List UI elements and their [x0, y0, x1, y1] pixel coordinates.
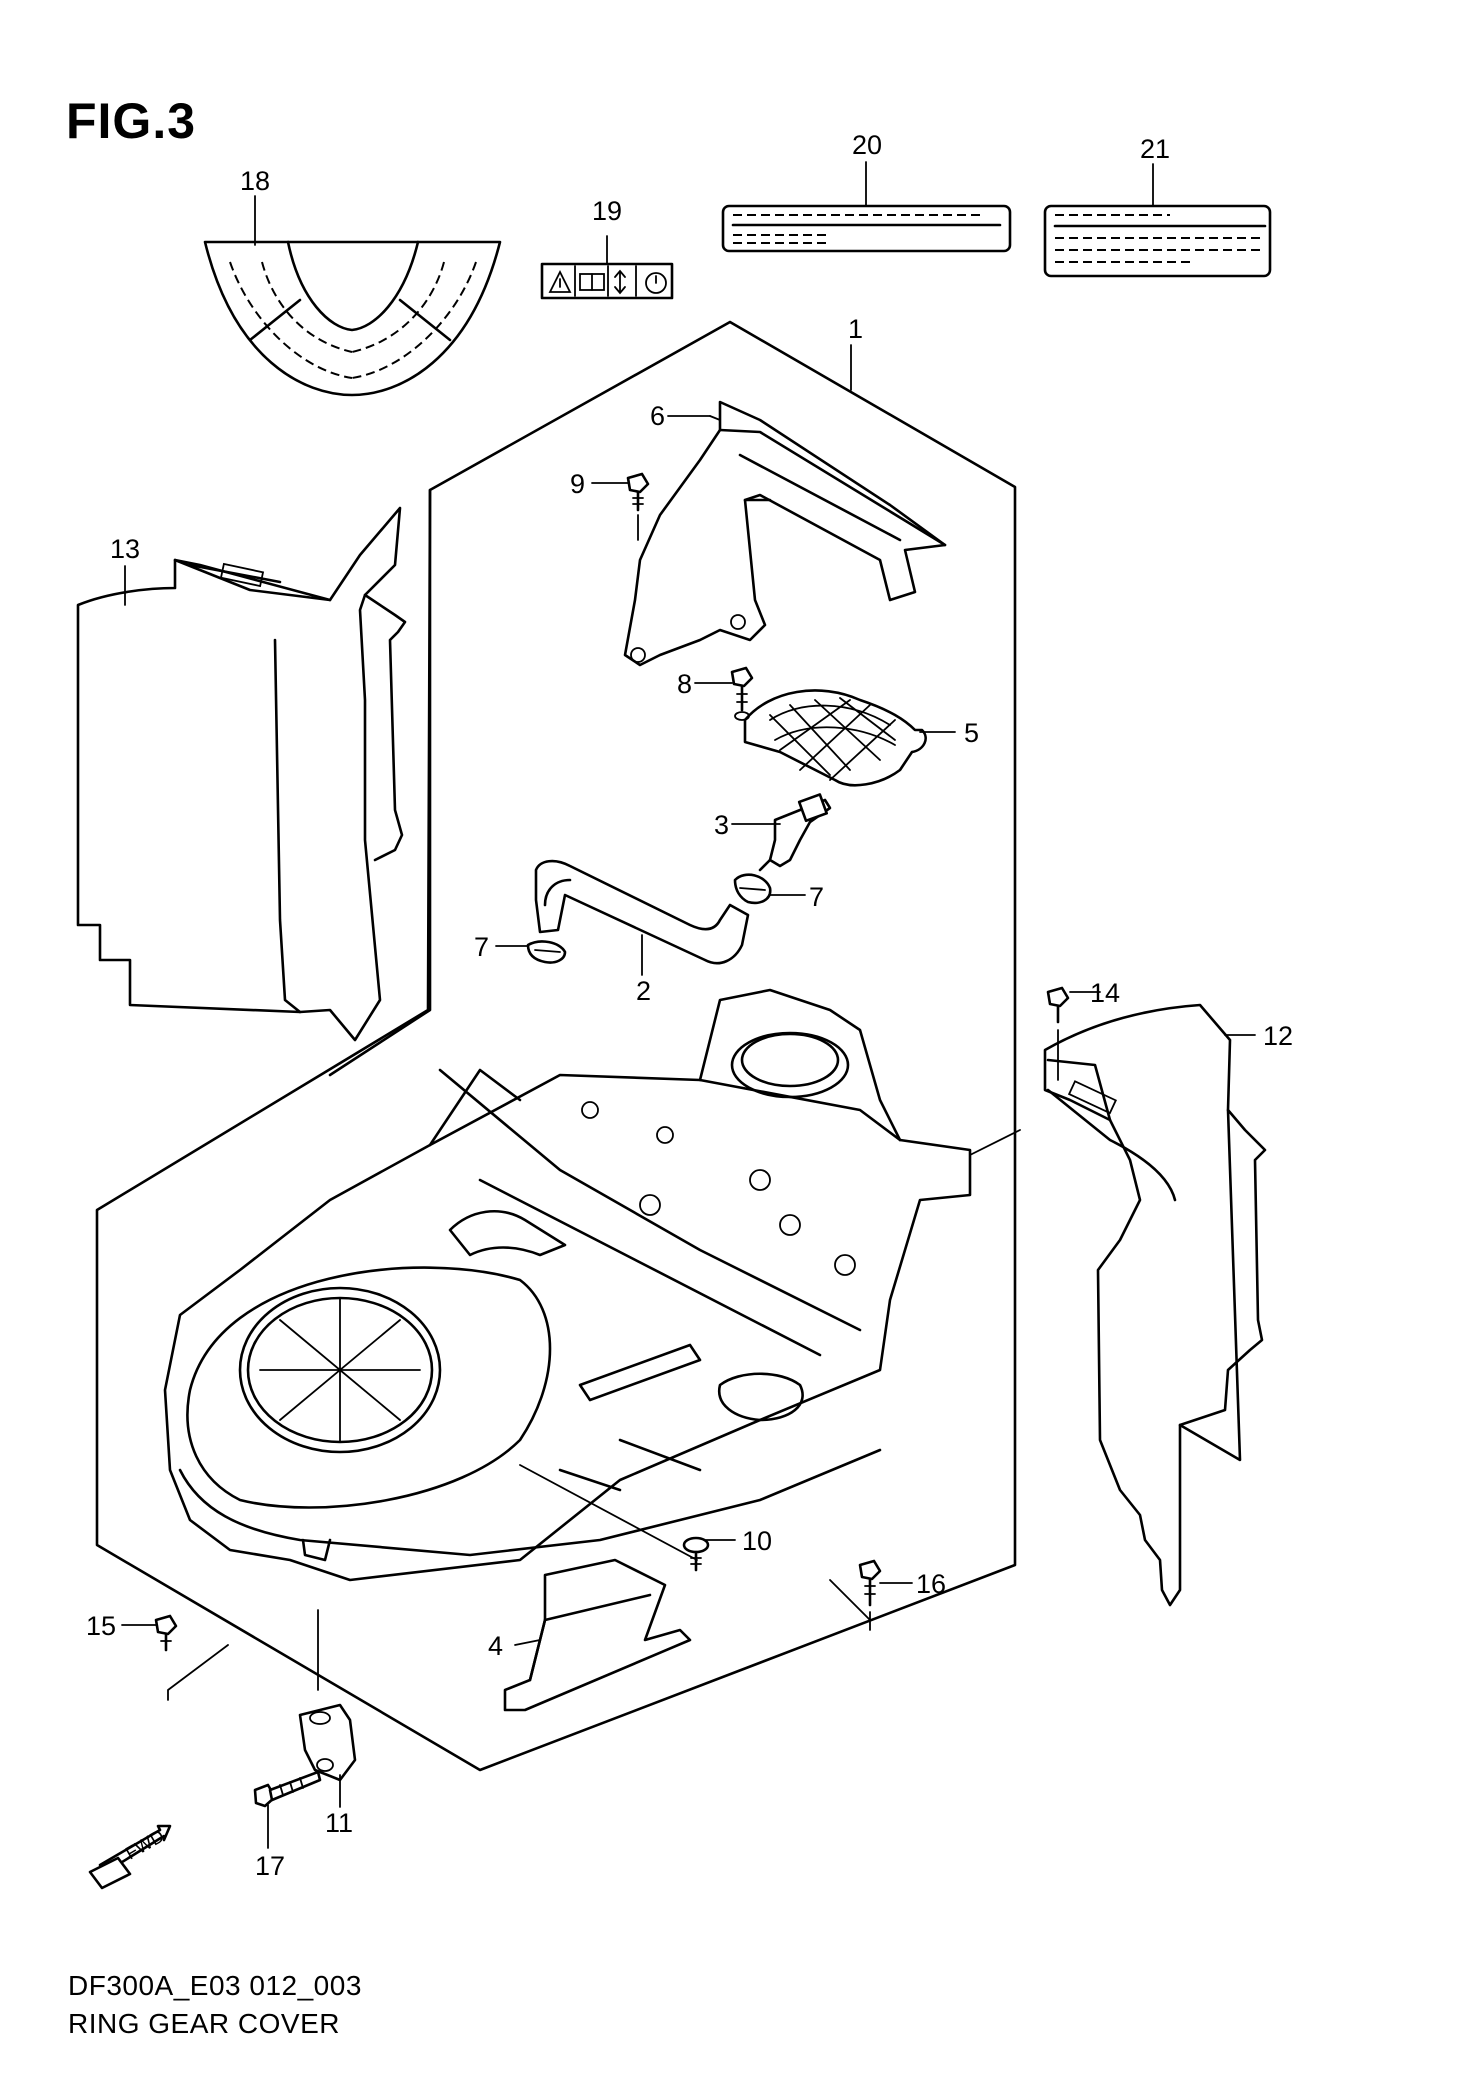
callout-2: 2: [636, 976, 651, 1006]
callout-5: 5: [964, 718, 979, 748]
callout-19: 19: [592, 196, 622, 226]
manual-book-icon: [579, 273, 605, 291]
callout-10: 10: [742, 1526, 772, 1556]
part-21-label: [1043, 204, 1272, 278]
callout-8: 8: [677, 669, 692, 699]
callout-17: 17: [255, 1851, 285, 1881]
part-2-hose: [534, 859, 750, 965]
callout-9: 9: [570, 469, 585, 499]
part-5-filter: [743, 689, 927, 787]
callout-7-lower: 7: [474, 932, 489, 962]
part-9-bolt: [626, 472, 650, 541]
callout-labels: 1 2 3 4 5 6 7 7 8 9 10 11 12 13 14 15 16…: [86, 130, 1293, 1881]
part-16-screw: [858, 1559, 882, 1631]
part-15-screw: [154, 1614, 178, 1652]
callout-20: 20: [852, 130, 882, 160]
section-name-caption: RING GEAR COVER: [68, 2008, 340, 2039]
part-7-clamp-upper: [733, 873, 772, 905]
callout-6: 6: [650, 401, 665, 431]
fwd-label: FWD: [122, 1826, 167, 1864]
part-11-holder: [298, 1703, 357, 1782]
callout-14: 14: [1090, 978, 1120, 1008]
part-18-seal: [203, 240, 502, 397]
part-20-label: [721, 204, 1012, 253]
figure-title: FIG.3: [66, 93, 197, 149]
part-17-bolt: [253, 1770, 322, 1808]
part-8-bolt: [730, 666, 754, 721]
callout-4: 4: [488, 1631, 503, 1661]
leader-lines: [121, 161, 1256, 1849]
callout-16: 16: [916, 1569, 946, 1599]
callout-7-upper: 7: [809, 882, 824, 912]
part-6-bracket: [623, 400, 947, 667]
part-4-bracket: [503, 1558, 692, 1712]
part-14-bolt: [1046, 986, 1070, 1081]
part-13-side-cover: [76, 506, 407, 1042]
part-7-clamp-lower: [526, 940, 567, 964]
part-19-warning-label: [540, 262, 674, 300]
up-down-arrow-icon: [614, 269, 626, 295]
part-13-boundary: [328, 488, 432, 1077]
callout-1: 1: [848, 314, 863, 344]
callout-21: 21: [1140, 134, 1170, 164]
callout-13: 13: [110, 534, 140, 564]
callout-11: 11: [325, 1808, 353, 1838]
model-code-caption: DF300A_E03 012_003: [68, 1970, 362, 2001]
warning-icon: [548, 269, 572, 293]
part-12-side-cover: [1043, 1003, 1267, 1607]
callout-3: 3: [714, 810, 729, 840]
callout-15: 15: [86, 1611, 116, 1641]
fwd-arrow-icon: FWD: [88, 1824, 172, 1890]
timer-icon: [645, 272, 667, 294]
part-1-ring-gear-cover: [163, 988, 972, 1582]
part-3-connector: [758, 793, 832, 872]
callout-18: 18: [240, 166, 270, 196]
callout-12: 12: [1263, 1021, 1293, 1051]
